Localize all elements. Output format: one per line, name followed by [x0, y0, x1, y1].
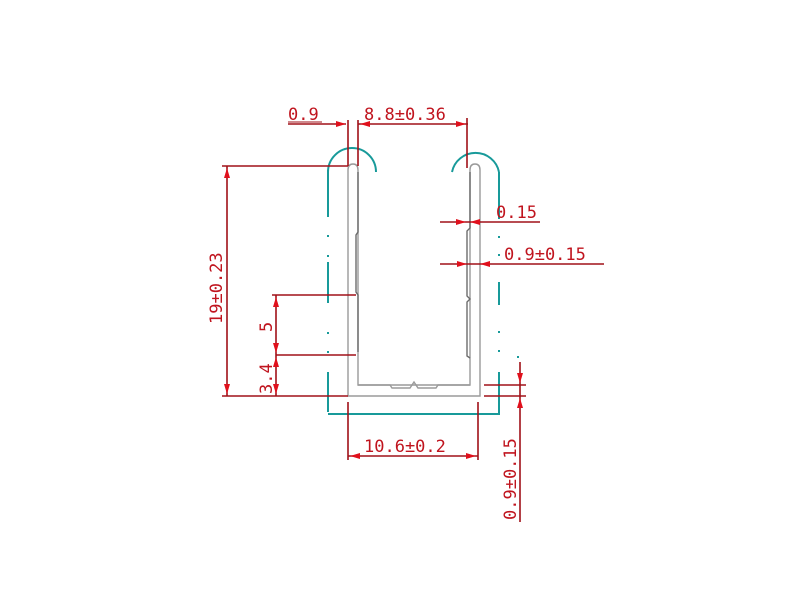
label-inner-width: 8.8±0.36	[364, 105, 446, 125]
u-channel-profile	[347, 163, 481, 397]
label-groove-depth: 0.15	[496, 203, 537, 223]
dim-groove-length: 5	[257, 294, 356, 396]
label-total-height: 19±0.23	[207, 252, 227, 324]
dim-groove-offset: 3.4	[257, 357, 279, 394]
dim-outer-width: 10.6±0.2	[347, 402, 479, 460]
dim-groove-depth: 0.15	[440, 203, 540, 225]
dim-total-height: 19±0.23	[207, 166, 348, 397]
label-bottom-wall: 0.9±0.15	[501, 438, 521, 520]
label-side-wall: 0.9±0.15	[504, 245, 586, 265]
label-top-wall: 0.9	[288, 105, 319, 125]
label-groove-length: 5	[257, 322, 277, 332]
dim-top-wall: 0.9	[222, 105, 359, 167]
dim-side-wall: 0.9±0.15	[440, 245, 604, 267]
dim-bottom-wall: 0.9±0.15	[484, 362, 526, 522]
label-outer-width: 10.6±0.2	[364, 437, 446, 457]
label-groove-offset: 3.4	[257, 363, 277, 394]
dim-inner-width: 8.8±0.36	[358, 105, 468, 168]
gasket-outline	[327, 147, 519, 415]
